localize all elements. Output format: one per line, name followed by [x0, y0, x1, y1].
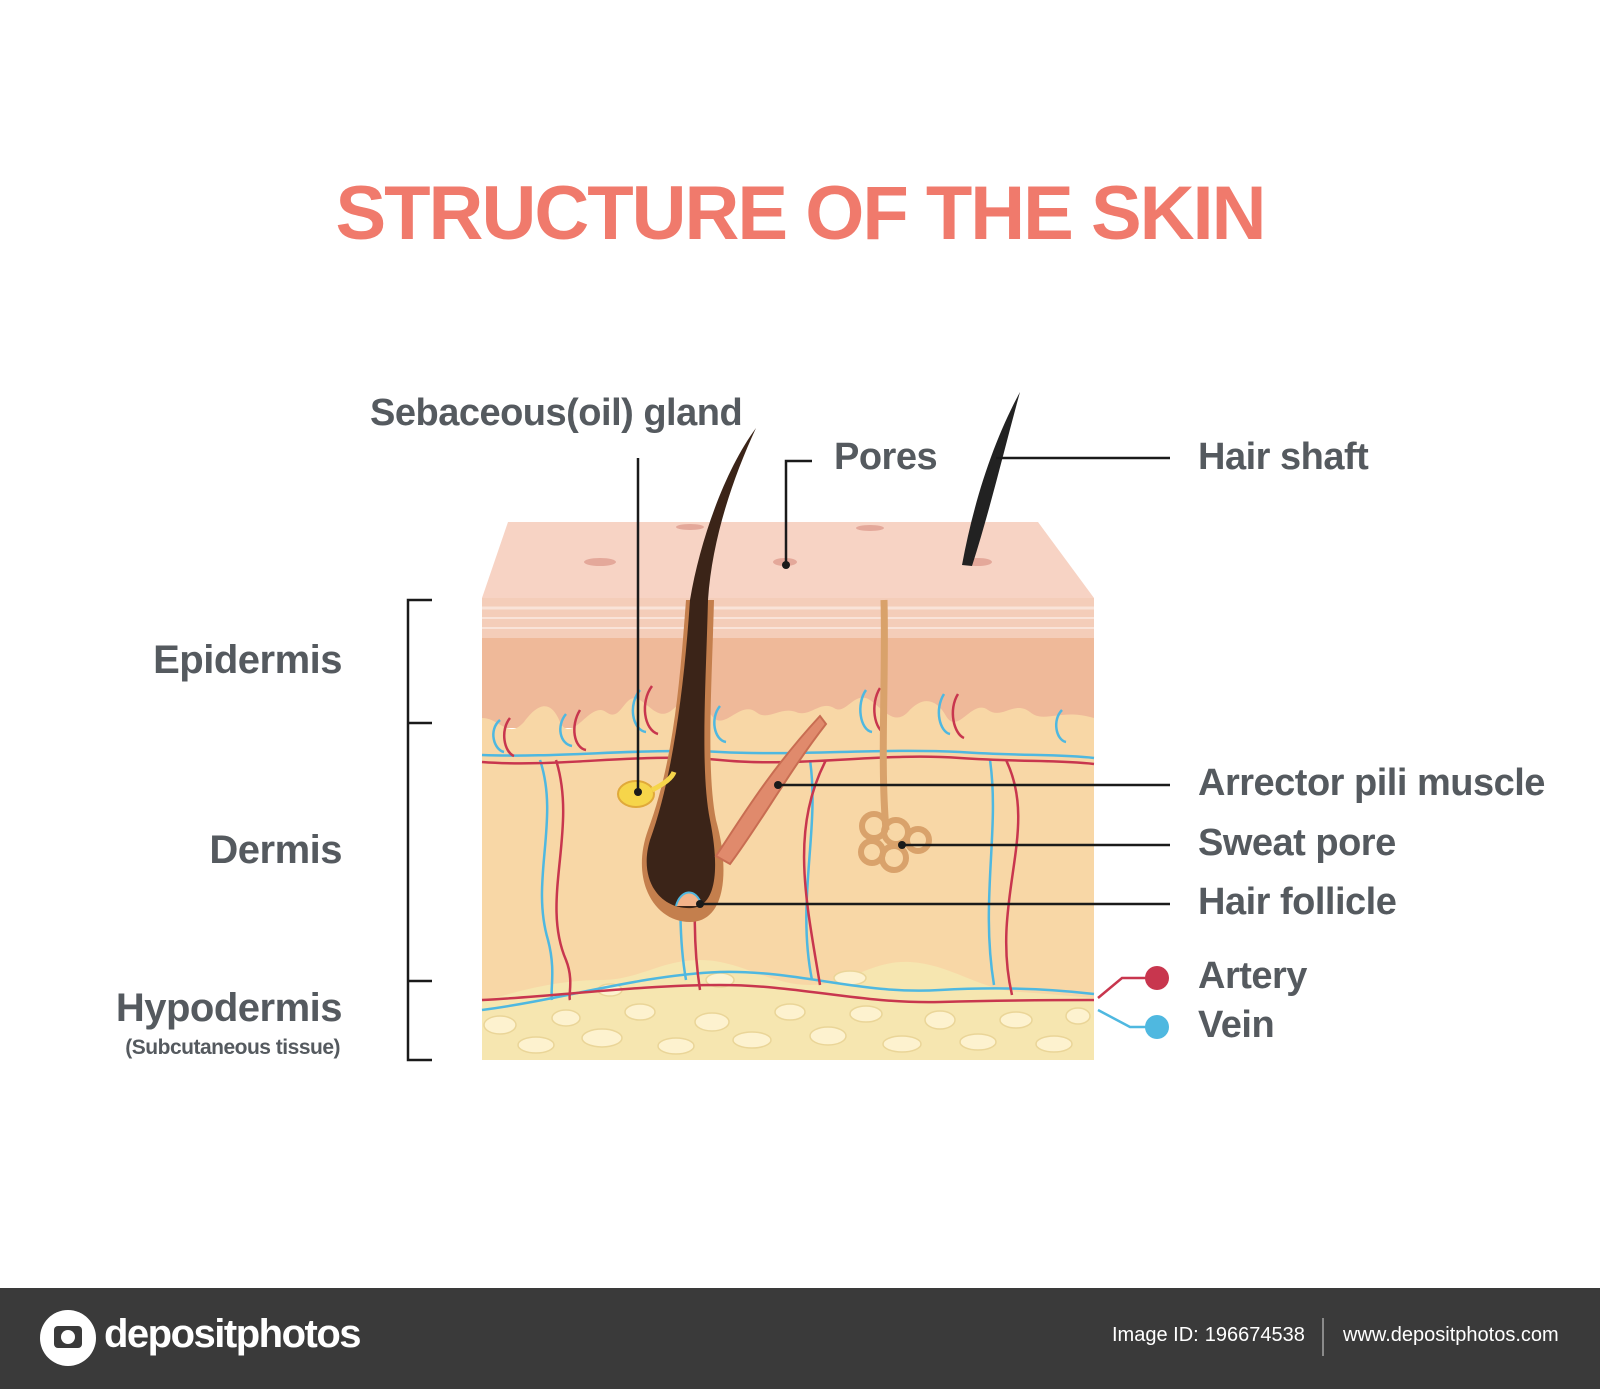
- label-hypodermis: Hypodermis: [115, 986, 343, 1030]
- pore-mark: [584, 558, 616, 566]
- footer-bar: depositphotos Image ID:196674538 www.dep…: [0, 1288, 1600, 1389]
- leader-lines: [636, 456, 1170, 1029]
- layer-brackets: [406, 598, 432, 1062]
- label-vein: Vein: [1198, 1004, 1275, 1046]
- label-sebaceous-gland: Sebaceous(oil) gland: [370, 392, 743, 434]
- label-epidermis: Epidermis: [153, 638, 342, 682]
- pore-mark: [676, 524, 704, 530]
- sweat-gland-coil: [858, 811, 932, 873]
- label-dermis: Dermis: [209, 828, 342, 872]
- image-id-label: Image ID:: [1112, 1324, 1199, 1346]
- label-pores: Pores: [834, 436, 938, 478]
- label-hair-follicle: Hair follicle: [1198, 881, 1397, 923]
- hair-strand: [690, 428, 756, 600]
- leader-artery: [1097, 976, 1155, 999]
- footer-separator: [1322, 1318, 1324, 1356]
- image-id-value: 196674538: [1204, 1324, 1305, 1346]
- label-sweat-pore: Sweat pore: [1198, 822, 1396, 864]
- vein-dot: [1145, 1015, 1169, 1039]
- artery-dot: [1145, 966, 1169, 990]
- arrector-pili-muscle: [714, 714, 828, 866]
- sweat-duct: [879, 599, 890, 831]
- hair-root: [646, 600, 716, 909]
- pore-mark: [856, 525, 884, 531]
- leader-pores: [784, 459, 812, 565]
- camera-lens-icon: [61, 1330, 75, 1344]
- brand-name: depositphotos: [104, 1312, 362, 1356]
- image-id: Image ID:196674538: [1112, 1324, 1305, 1347]
- hair-shaft: [962, 392, 1020, 566]
- fat-cells: [483, 970, 1091, 1055]
- page-title: STRUCTURE OF THE SKIN: [335, 171, 1266, 256]
- label-hypodermis-sub: (Subcutaneous tissue): [125, 1036, 340, 1059]
- site-link[interactable]: www.depositphotos.com: [1343, 1324, 1559, 1346]
- label-hair-shaft: Hair shaft: [1198, 436, 1369, 478]
- label-artery: Artery: [1198, 955, 1307, 997]
- label-arrector-pili: Arrector pili muscle: [1198, 762, 1545, 804]
